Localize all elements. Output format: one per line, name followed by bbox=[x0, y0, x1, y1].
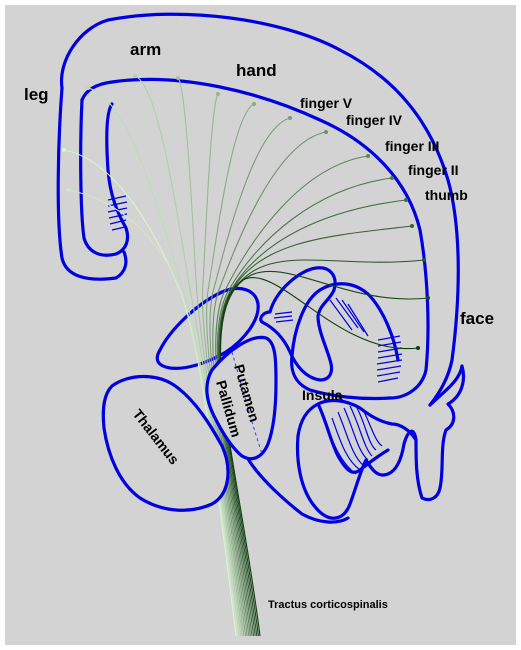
label-hand: hand bbox=[236, 61, 277, 80]
label-finger-v: finger V bbox=[300, 95, 353, 111]
label-arm: arm bbox=[130, 40, 161, 59]
label-tractus-corticospinalis: Tractus corticospinalis bbox=[268, 599, 388, 611]
fiber-endpoint bbox=[252, 102, 256, 106]
label-insula: Insula bbox=[302, 387, 343, 403]
fiber-endpoint bbox=[62, 148, 66, 152]
label-leg: leg bbox=[24, 85, 49, 104]
fiber-endpoint bbox=[416, 346, 420, 350]
fiber-endpoint bbox=[390, 176, 394, 180]
label-finger-iv: finger IV bbox=[346, 112, 403, 128]
fiber-endpoint bbox=[133, 74, 137, 78]
fiber-endpoint bbox=[404, 198, 408, 202]
fiber-endpoint bbox=[426, 296, 430, 300]
fiber-endpoint bbox=[422, 258, 426, 262]
label-face: face bbox=[460, 309, 494, 328]
fiber-endpoint bbox=[366, 154, 370, 158]
fiber-endpoint bbox=[288, 116, 292, 120]
fiber-endpoint bbox=[324, 130, 328, 134]
label-finger-iii: finger III bbox=[385, 138, 439, 154]
label-finger-ii: finger II bbox=[408, 162, 459, 178]
fiber-endpoint bbox=[66, 188, 70, 192]
label-thumb: thumb bbox=[425, 187, 468, 203]
fiber-endpoint bbox=[216, 92, 220, 96]
fiber-endpoint bbox=[176, 76, 180, 80]
fiber-endpoint bbox=[410, 224, 414, 228]
fiber-endpoint bbox=[86, 86, 90, 90]
